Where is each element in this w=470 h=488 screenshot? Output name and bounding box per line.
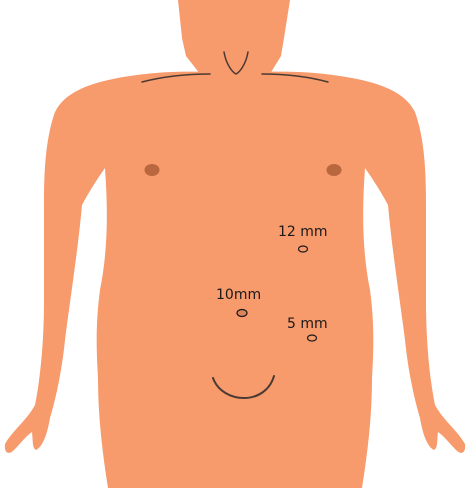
port-marker-5mm	[308, 335, 317, 341]
port-label-12mm: 12 mm	[278, 224, 328, 240]
port-marker-12mm	[299, 246, 308, 252]
port-marker-10mm	[237, 310, 247, 317]
port-label-10mm: 10mm	[216, 287, 261, 303]
nipple-left	[145, 164, 160, 176]
port-label-5mm: 5 mm	[287, 316, 328, 332]
neck	[178, 0, 290, 74]
nipple-right	[327, 164, 342, 176]
torso-body	[5, 72, 465, 488]
